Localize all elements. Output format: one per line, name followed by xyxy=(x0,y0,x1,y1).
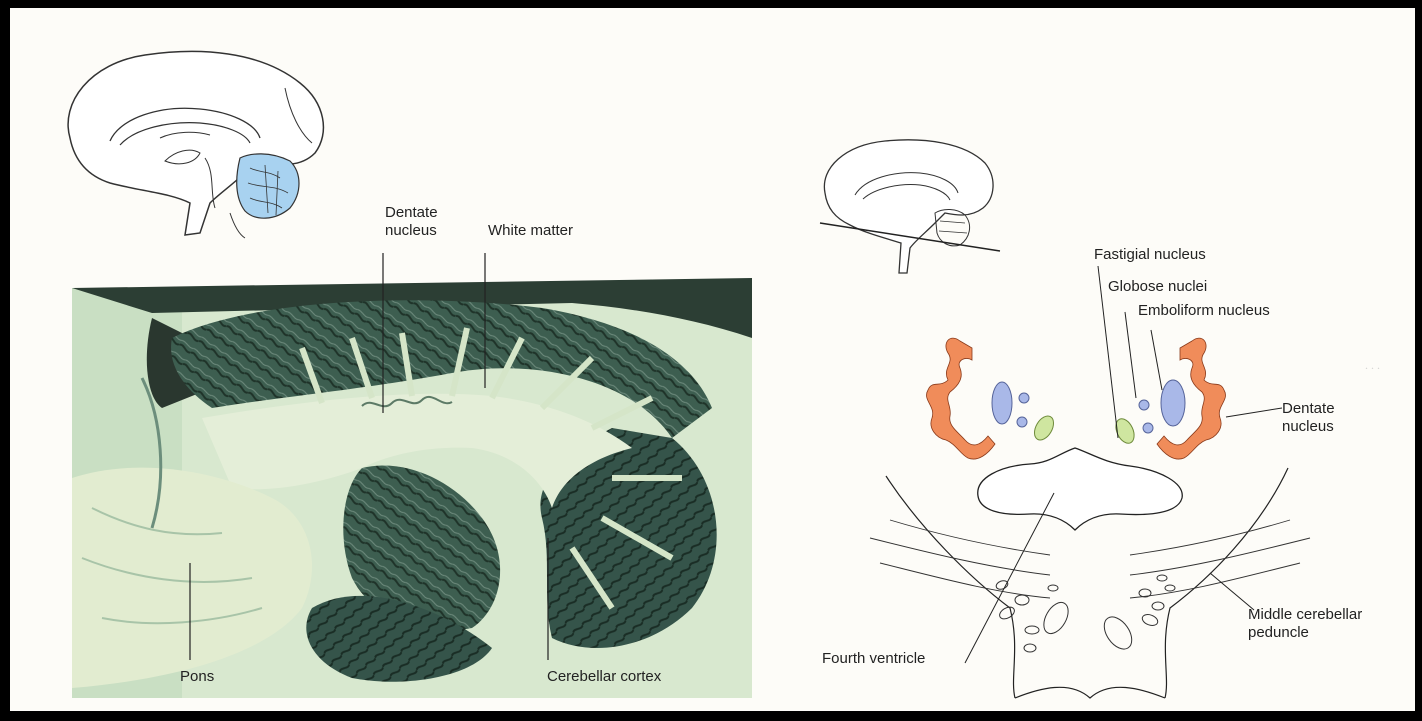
figure-sheet: . . . xyxy=(10,8,1415,711)
label-pons: Pons xyxy=(180,668,214,686)
label-white-matter: White matter xyxy=(488,222,573,240)
dentate-nucleus-left-shape xyxy=(926,338,995,459)
label-fastigial-nucleus: Fastigial nucleus xyxy=(1094,246,1206,264)
label-fourth-ventricle: Fourth ventricle xyxy=(822,650,925,668)
left-leader-lines xyxy=(10,8,770,711)
label-globose-nuclei: Globose nuclei xyxy=(1108,278,1207,296)
label-cerebellar-cortex: Cerebellar cortex xyxy=(547,668,661,686)
label-emboliform-nucleus: Emboliform nucleus xyxy=(1138,302,1270,320)
